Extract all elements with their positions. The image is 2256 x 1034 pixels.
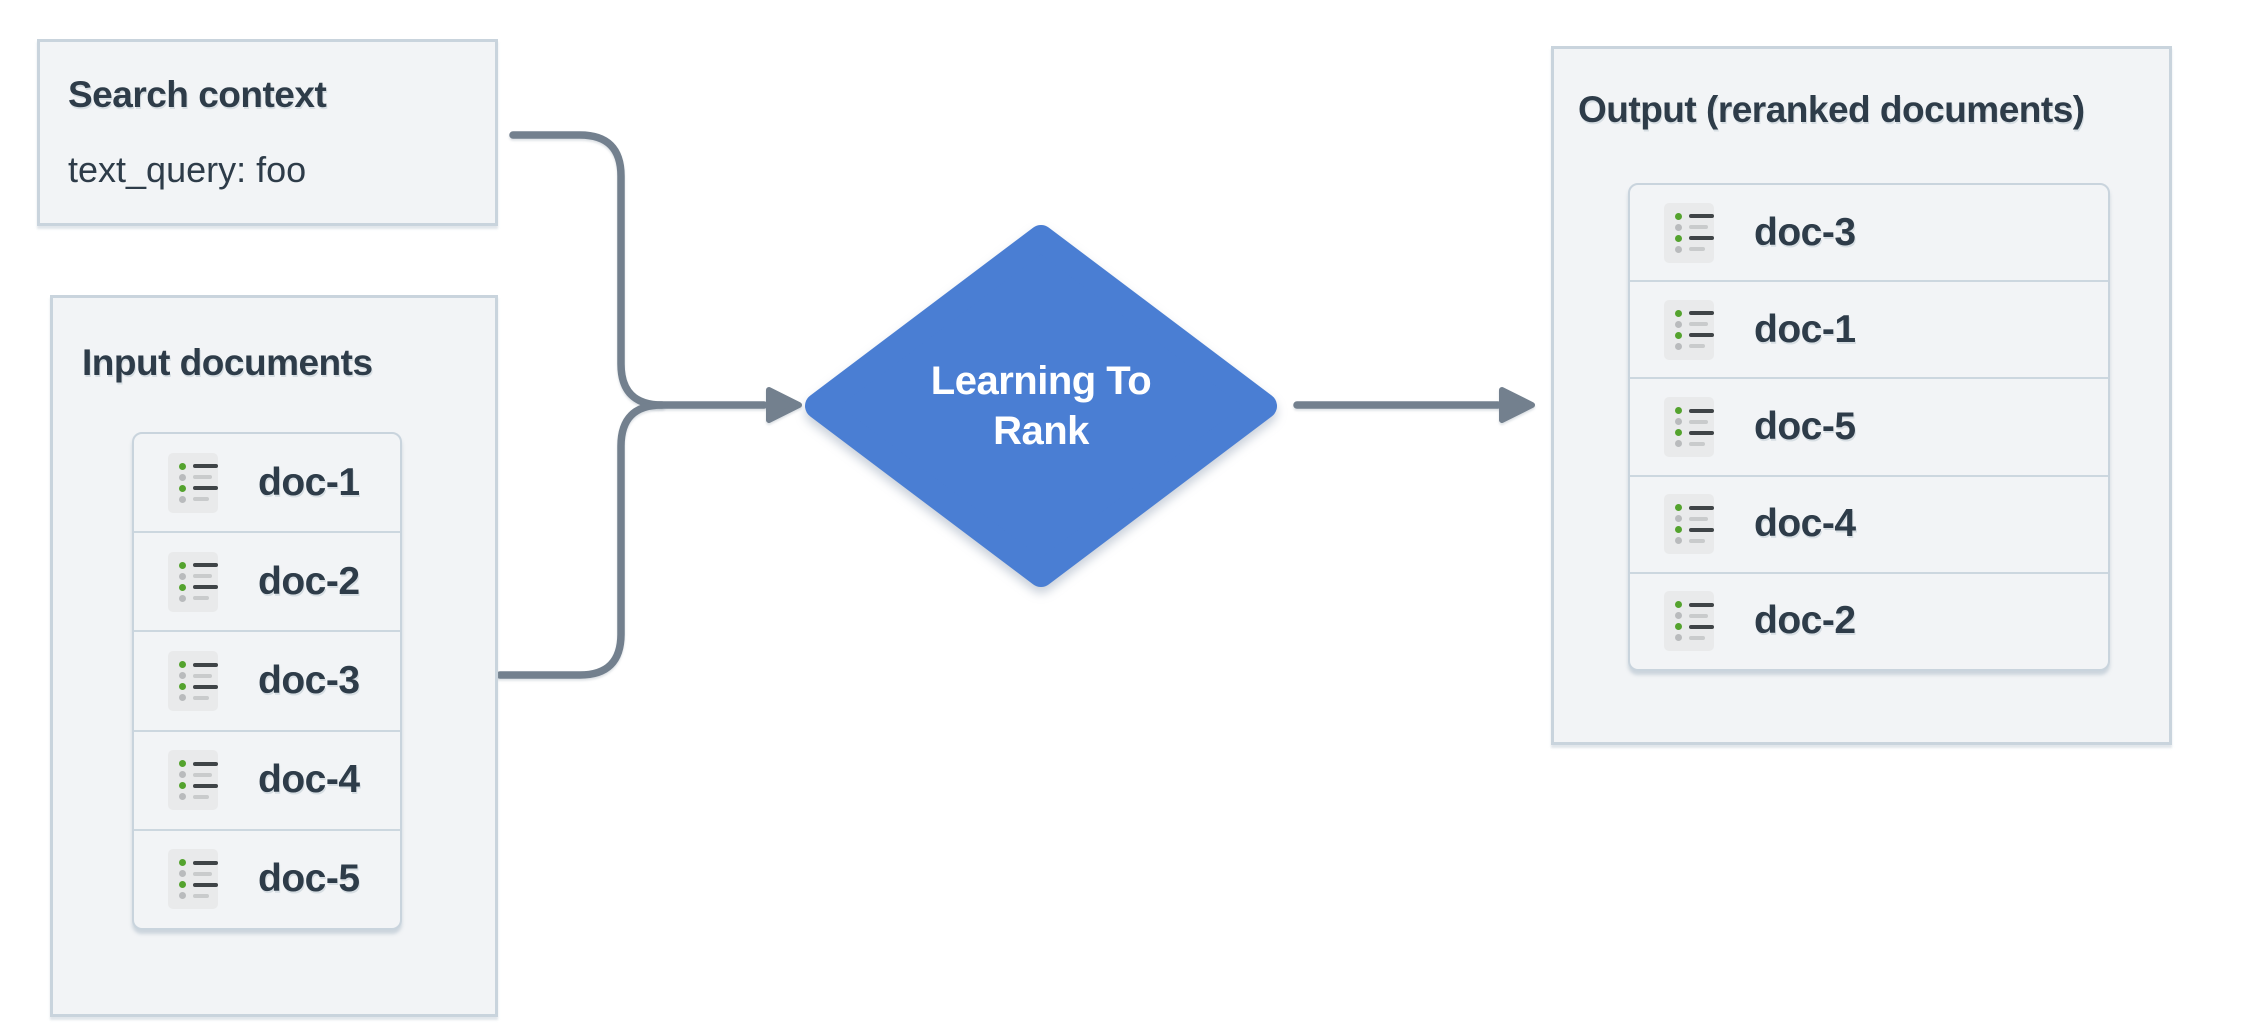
search-context-panel: Search context text_query: foo [37,39,498,226]
document-row: doc-5 [134,831,400,928]
document-label: doc-3 [1754,210,1856,254]
document-list-icon [168,750,218,811]
output-documents-panel: Output (reranked documents) doc-3 doc-1 … [1551,46,2172,745]
document-list-icon [1664,494,1714,555]
document-row: doc-2 [134,533,400,633]
document-row: doc-1 [134,434,400,534]
document-row: doc-2 [1630,574,2108,669]
document-list-icon [1664,591,1714,652]
output-documents-title: Output (reranked documents) [1578,89,2085,130]
document-label: doc-5 [258,857,360,901]
merge-arrowhead-icon [766,387,802,423]
process-label: Learning To Rank [930,359,1152,453]
output-documents-list: doc-3 doc-1 doc-5 doc-4 [1628,183,2110,671]
document-list-icon [168,551,218,612]
document-row: doc-4 [134,732,400,831]
document-row: doc-3 [134,632,400,732]
output-arrowhead-icon [1499,387,1535,423]
document-list-icon [168,452,218,513]
text-query-value: text_query: foo [68,148,307,190]
document-label: doc-1 [258,460,360,504]
document-list-icon [168,651,218,711]
document-row: doc-1 [1630,282,2108,380]
document-list-icon [1664,202,1714,263]
document-label: doc-5 [1754,405,1856,448]
document-list-icon [1664,397,1714,457]
document-row: doc-4 [1630,477,2108,574]
search-context-connector-line [509,131,768,409]
document-label: doc-4 [1754,502,1856,546]
input-documents-list: doc-1 doc-2 doc-3 doc-4 [132,432,402,930]
document-row: doc-5 [1630,379,2108,477]
document-list-icon [1664,299,1714,360]
process-diamond [805,225,1277,587]
document-label: doc-3 [258,659,360,702]
input-documents-title: Input documents [82,342,373,383]
search-context-title: Search context [68,74,327,115]
document-label: doc-2 [1754,599,1856,643]
document-row: doc-3 [1630,185,2108,283]
document-list-icon [168,849,218,910]
input-documents-panel: Input documents doc-1 doc-2 doc-3 [50,295,498,1017]
document-label: doc-4 [258,758,360,802]
document-label: doc-1 [1754,307,1856,351]
input-documents-connector-line [496,401,666,679]
document-label: doc-2 [258,559,360,603]
